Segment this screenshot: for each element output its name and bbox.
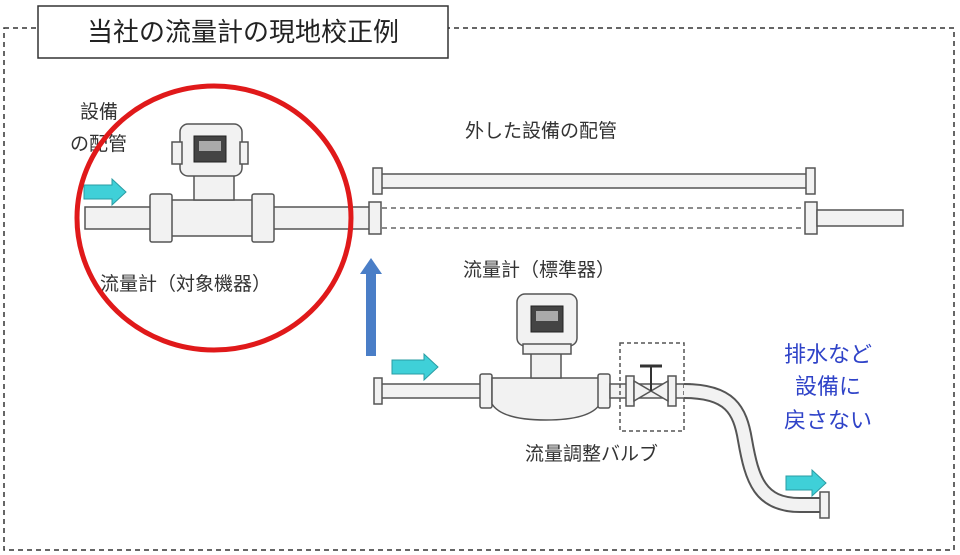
note-line-3: 戻さない xyxy=(784,409,872,434)
standard-meter-tube xyxy=(491,377,601,421)
label-flow-valve: 流量調整バルブ xyxy=(525,442,658,465)
label-removed-pipe: 外した設備の配管 xyxy=(465,120,617,142)
facility-pipe-right xyxy=(816,209,904,227)
valve-flange-right xyxy=(667,375,677,407)
target-meter-display-inner xyxy=(199,141,221,151)
standard-line-flange-inlet xyxy=(373,377,383,405)
connection-up-arrow xyxy=(360,258,382,356)
flow-arrow-outlet xyxy=(785,468,827,498)
main-line-flange-right xyxy=(804,201,818,235)
note-line-2: 設備に xyxy=(795,375,861,400)
standard-meter-base xyxy=(522,343,572,355)
note-line-1: 排水など xyxy=(784,343,872,368)
valve-body xyxy=(633,379,653,403)
target-meter-flange-right xyxy=(251,193,275,243)
target-meter-flange-left xyxy=(149,193,173,243)
highlight-circle xyxy=(74,83,354,353)
outer-dashed-frame xyxy=(3,27,955,551)
flow-arrow-left xyxy=(83,177,127,207)
removed-pipe-segment xyxy=(379,173,809,189)
standard-meter-flange-left xyxy=(479,373,493,409)
standard-meter-display-inner xyxy=(536,311,558,321)
valve-body-right xyxy=(649,379,669,403)
flow-arrow-bottom xyxy=(391,352,439,382)
target-meter-cap xyxy=(171,141,183,165)
diagram-title: 当社の流量計の現地校正例 xyxy=(87,18,399,48)
standard-meter-flange-right xyxy=(597,373,611,409)
main-line-flange-left xyxy=(368,201,382,235)
valve-flange-left xyxy=(625,375,635,407)
title-box xyxy=(37,5,449,59)
standard-line-pipe-inlet xyxy=(379,383,491,399)
removed-pipe-flange-right xyxy=(805,167,816,195)
outlet-hose-inner xyxy=(683,385,822,511)
label-standard-meter: 流量計（標準器） xyxy=(463,259,615,281)
removed-pipe-flange-left xyxy=(372,167,383,195)
label-facility-pipe-line1: 設備 xyxy=(80,101,118,123)
outlet-hose-flange xyxy=(819,491,830,519)
label-target-meter: 流量計（対象機器） xyxy=(100,273,271,295)
target-meter-cap-right xyxy=(239,141,249,165)
standard-meter-neck xyxy=(530,351,562,379)
